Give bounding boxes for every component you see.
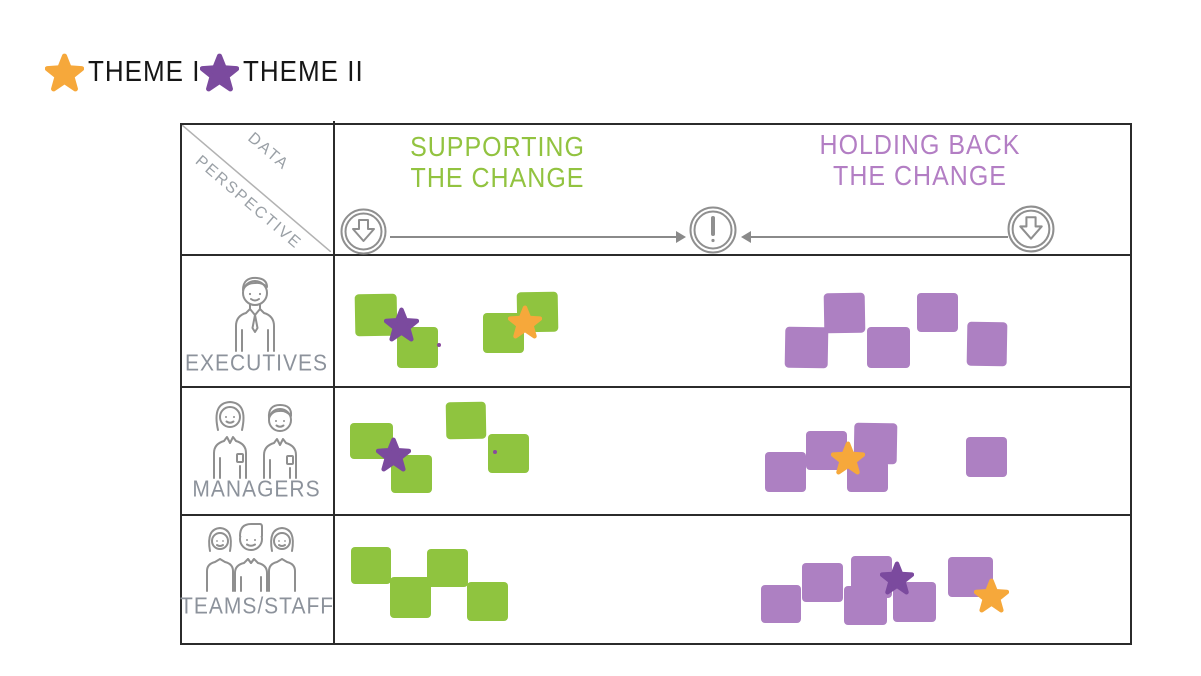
green-sticky-note xyxy=(351,547,391,584)
download-circle-icon xyxy=(339,207,388,261)
supporting-arrow-line xyxy=(390,236,676,238)
purple-sticky-note xyxy=(867,327,910,368)
green-sticky-note xyxy=(445,401,487,440)
corner-diagonal-line xyxy=(182,125,331,252)
purple-sticky-note xyxy=(917,293,958,332)
matrix-table-border xyxy=(180,123,1132,645)
download-circle-icon xyxy=(1006,204,1056,259)
holding-back-arrowhead xyxy=(741,231,751,243)
managers-row-divider xyxy=(180,514,1130,516)
row-label-executives: EXECUTIVES xyxy=(184,350,329,377)
theme-1-label: THEME I xyxy=(88,54,201,88)
holding-back-arrow-line xyxy=(751,236,1008,238)
theme-2-star-icon xyxy=(375,437,412,472)
purple-sticky-note xyxy=(966,437,1007,477)
purple-sticky-note xyxy=(823,292,866,334)
holding-back-column-header: HOLDING BACK THE CHANGE xyxy=(819,129,1021,192)
row-label-managers: MANAGERS xyxy=(192,476,321,503)
theme-1-star-icon xyxy=(830,441,866,475)
theme-2-star-icon xyxy=(199,53,240,92)
green-sticky-note xyxy=(390,577,431,618)
ink-dot xyxy=(437,343,441,347)
purple-sticky-note xyxy=(802,563,843,602)
label-column-divider xyxy=(333,121,335,645)
green-sticky-note xyxy=(427,549,468,587)
theme-1-star-icon xyxy=(44,53,85,92)
purple-sticky-note xyxy=(765,452,806,492)
row-label-teams-staff: TEAMS/STAFF xyxy=(180,593,335,620)
supporting-column-header: SUPPORTING THE CHANGE xyxy=(410,131,585,194)
two-managers-icon xyxy=(206,396,306,485)
header-row-divider xyxy=(180,254,1130,256)
green-sticky-note xyxy=(467,582,508,621)
purple-sticky-note xyxy=(844,586,887,625)
ink-dot xyxy=(493,450,497,454)
executive-person-icon xyxy=(233,272,277,357)
supporting-arrowhead xyxy=(676,231,686,243)
alert-circle-icon xyxy=(688,205,738,260)
theme-2-label: THEME II xyxy=(243,54,364,88)
purple-sticky-note xyxy=(966,321,1008,367)
theme-2-star-icon xyxy=(383,307,420,342)
executives-row-divider xyxy=(180,386,1130,388)
theme-1-star-icon xyxy=(507,305,543,339)
theme-1-star-icon xyxy=(973,578,1010,613)
purple-sticky-note xyxy=(761,585,801,623)
purple-sticky-note xyxy=(784,326,829,369)
three-people-icon xyxy=(202,521,300,598)
theme-2-star-icon xyxy=(879,561,915,595)
